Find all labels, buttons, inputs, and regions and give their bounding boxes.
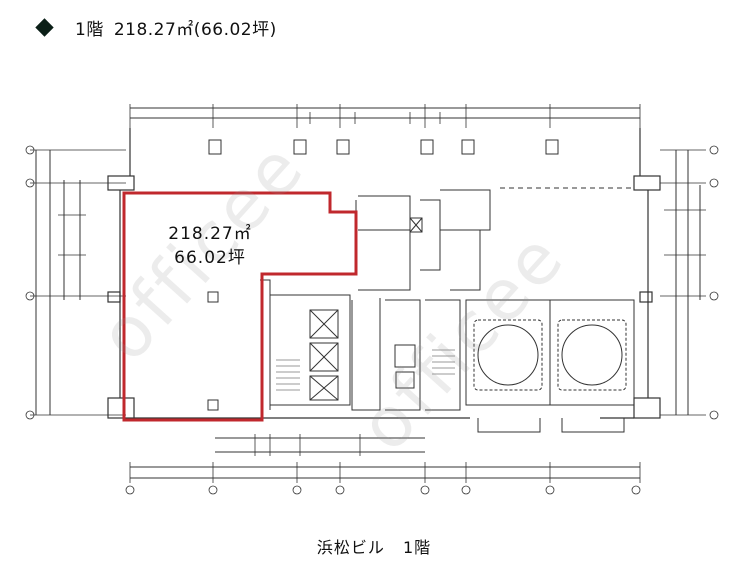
floor-area: 218.27㎡(66.02坪): [113, 20, 277, 40]
building-name: 浜松ビル: [316, 538, 385, 557]
floor-heading: 1階 218.27㎡(66.02坪): [14, 15, 277, 40]
unit-area-m2: 218.27㎡: [168, 224, 252, 244]
caption-floor: 1階: [402, 538, 432, 557]
unit-area-tsubo: 66.02坪: [174, 248, 246, 268]
unit-area-label: 218.27㎡ 66.02坪: [160, 222, 260, 270]
floor-number: 1階: [75, 20, 104, 40]
available-unit-outline: [122, 191, 358, 422]
plan-caption: 浜松ビル 1階: [0, 534, 748, 558]
